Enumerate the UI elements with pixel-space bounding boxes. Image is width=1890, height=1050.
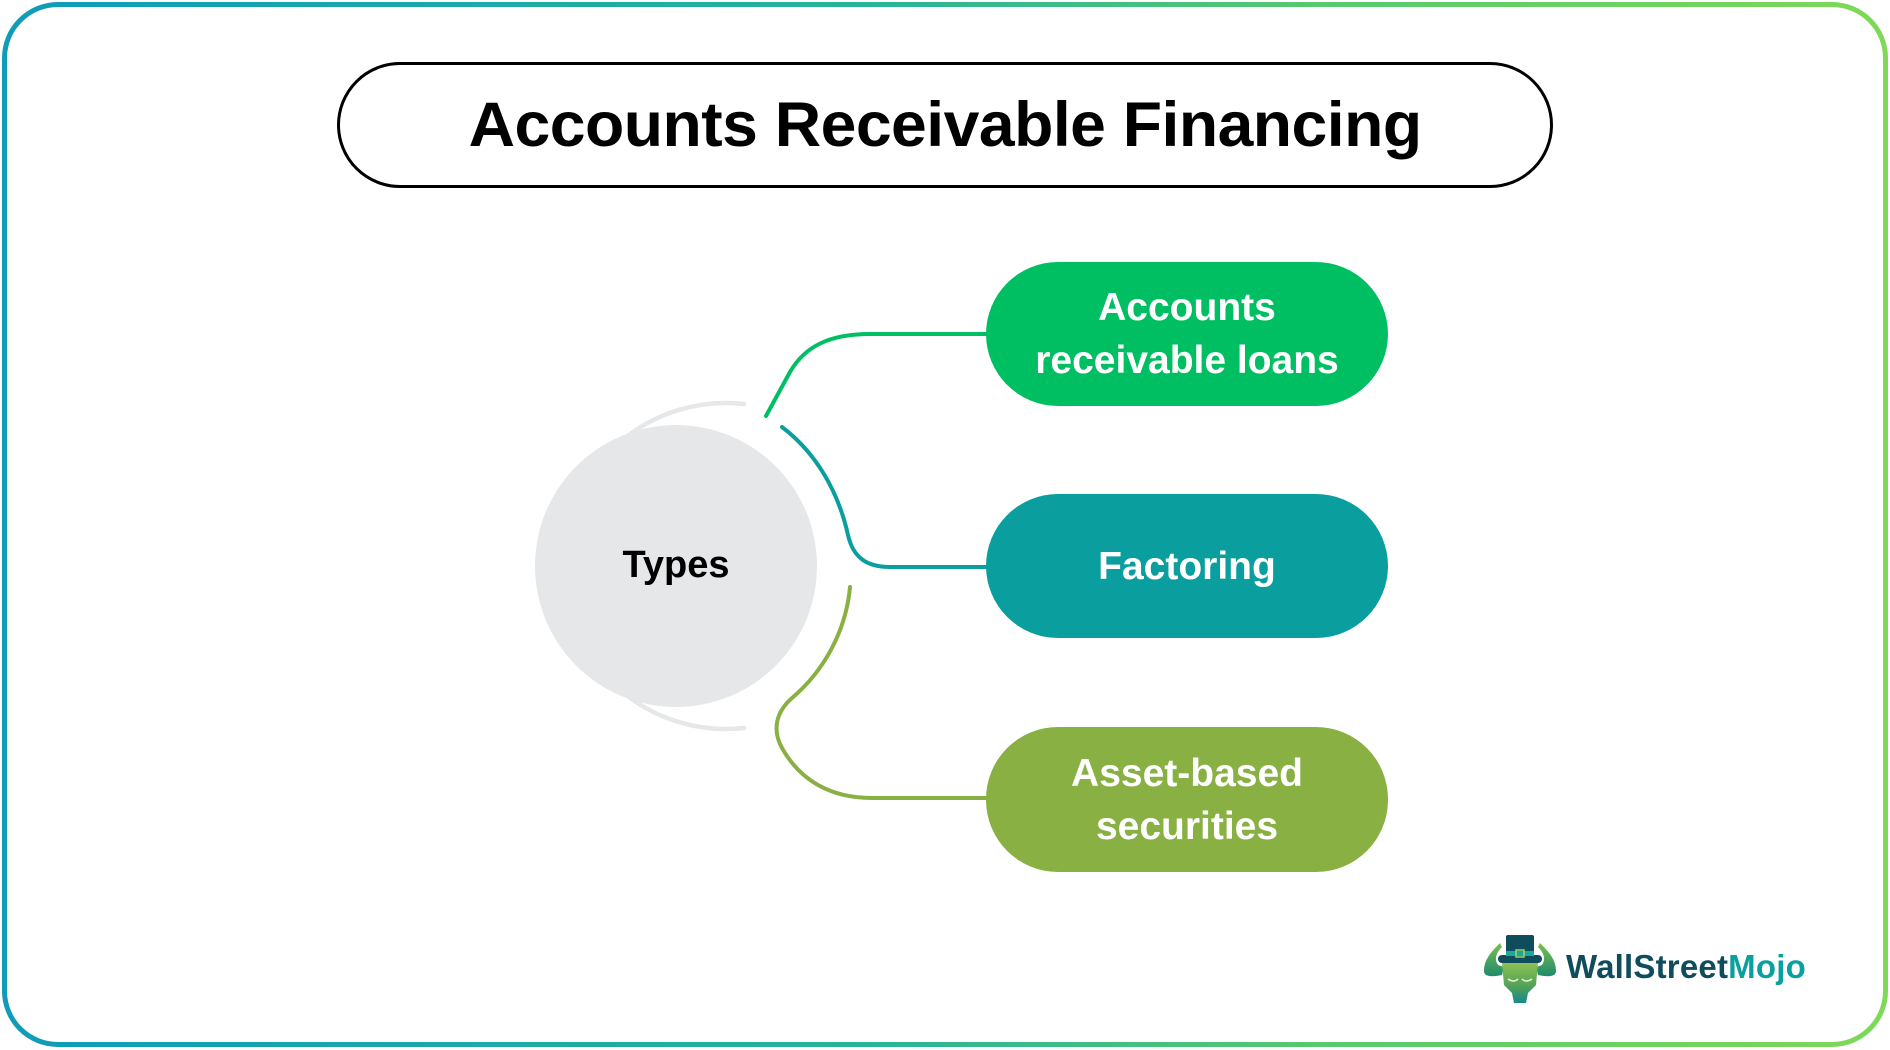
type-label-line1: Asset-based xyxy=(1071,751,1303,795)
types-hub-circle: Types xyxy=(535,425,817,707)
wallstreetmojo-logo: WallStreetMojo xyxy=(1480,928,1806,1006)
type-factoring: Factoring xyxy=(986,494,1388,638)
type-label-line2: securities xyxy=(1095,804,1279,848)
type-asset-based-securities: Asset-based securities xyxy=(986,727,1388,872)
title-banner: Accounts Receivable Financing xyxy=(337,62,1553,188)
type-label-line1: Factoring xyxy=(1098,544,1276,588)
hub-label: Types xyxy=(622,543,730,586)
type-label-line1: Accounts xyxy=(1098,286,1276,329)
logo-wordmark: WallStreetMojo xyxy=(1566,948,1806,986)
type-label-line2: receivable loans xyxy=(1035,339,1339,382)
logo-text-wallstreet: WallStreet xyxy=(1566,948,1729,985)
bull-with-top-hat-icon xyxy=(1484,935,1556,1003)
page-title: Accounts Receivable Financing xyxy=(468,90,1422,160)
logo-text-mojo: Mojo xyxy=(1728,948,1806,985)
type-accounts-receivable-loans: Accounts receivable loans xyxy=(986,262,1388,406)
